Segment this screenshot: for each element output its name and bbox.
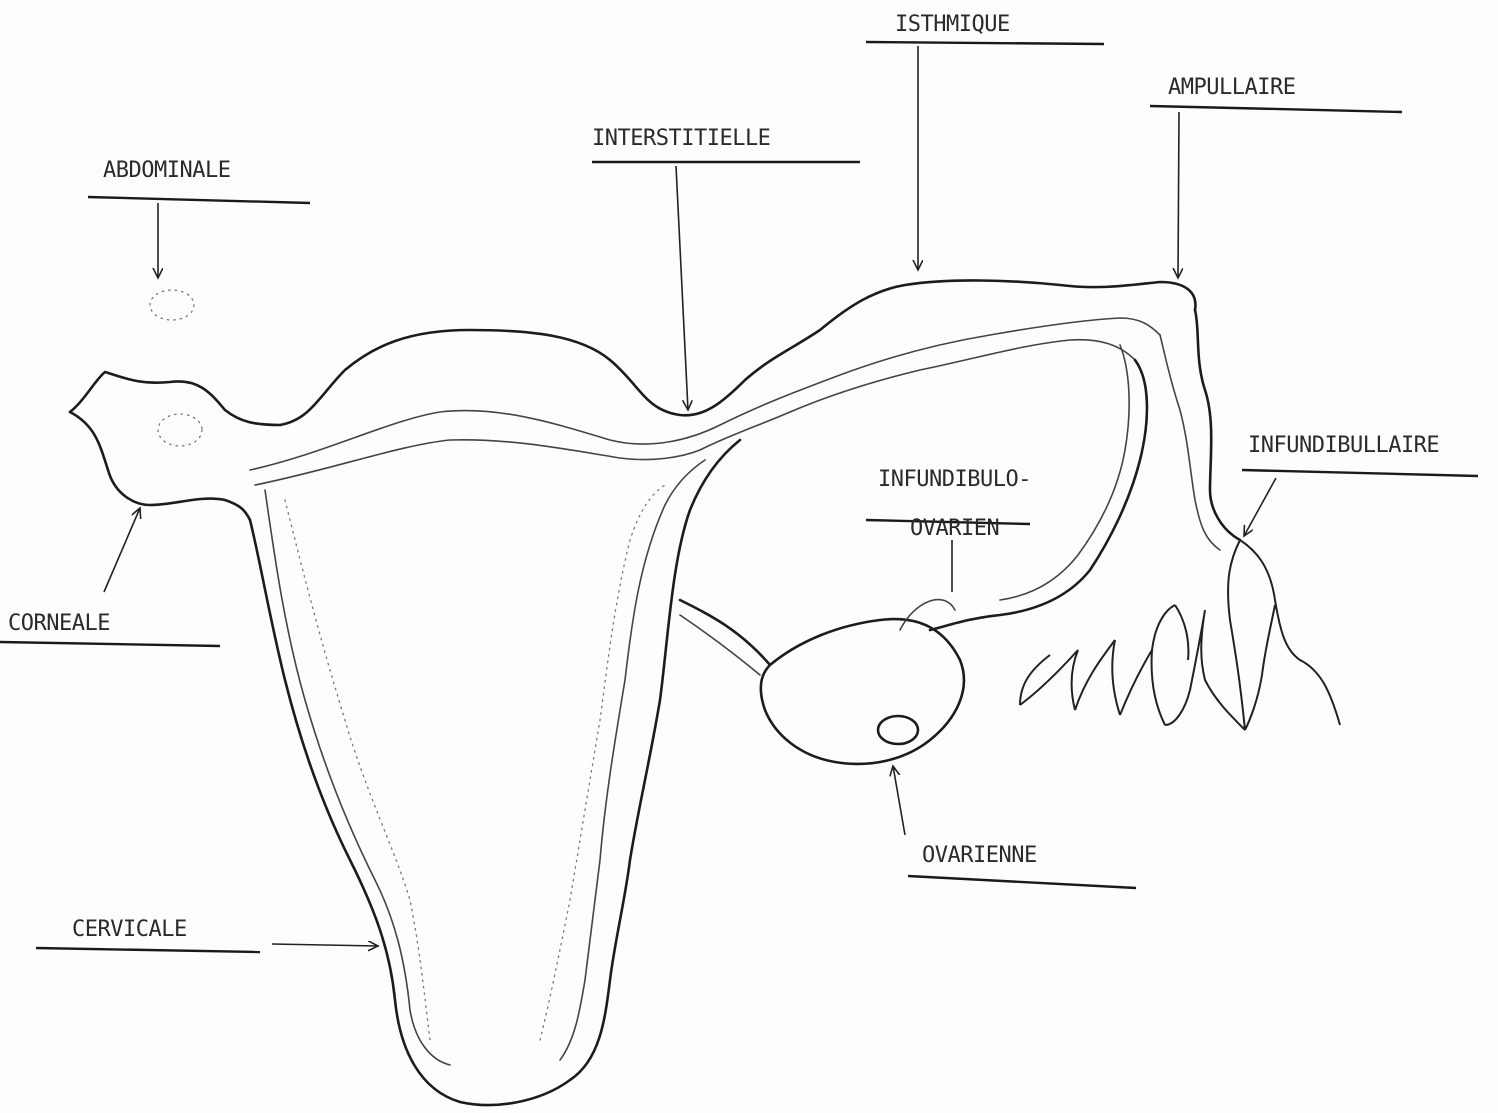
uterus-cavity-dots-right bbox=[540, 485, 665, 1040]
cornual-implantation-site bbox=[158, 414, 202, 446]
label-ampullaire-underline bbox=[1150, 106, 1402, 112]
uterus-inner-right bbox=[560, 460, 705, 1060]
label-cervicale-underline bbox=[36, 948, 260, 952]
tube-arch-outer bbox=[930, 360, 1147, 630]
fundus-upper-contour bbox=[280, 280, 1195, 425]
abdominal-implantation-site bbox=[150, 290, 194, 320]
label-cervicale: CERVICALE bbox=[72, 917, 187, 942]
uterus-inner-left bbox=[265, 490, 450, 1065]
ampulla-outer bbox=[1195, 310, 1240, 540]
ovary-outline bbox=[761, 619, 964, 764]
labels: ABDOMINALE INTERSTITIELLE ISTHMIQUE AMPU… bbox=[0, 12, 1478, 952]
utero-ovarian-ligament bbox=[680, 600, 770, 665]
uterus-cavity-dots-left bbox=[285, 500, 430, 1040]
arrow-corneale bbox=[104, 508, 140, 592]
label-interstitielle: INTERSTITIELLE bbox=[592, 126, 770, 151]
fimbriae bbox=[1020, 540, 1340, 730]
label-abdominale-underline bbox=[88, 197, 310, 203]
arrow-ampullaire bbox=[1178, 112, 1179, 278]
label-ovarienne: OVARIENNE bbox=[922, 843, 1037, 868]
left-knob-top bbox=[70, 372, 280, 425]
label-infundibullaire: INFUNDIBULLAIRE bbox=[1248, 433, 1439, 458]
label-isthmique-underline bbox=[866, 42, 1104, 44]
ovarian-pregnancy-nodule bbox=[878, 716, 918, 744]
label-infundibulo-line1: INFUNDIBULO- bbox=[878, 467, 1031, 492]
tube-lumen-lower bbox=[255, 340, 1135, 485]
utero-ovarian-ligament-inner bbox=[680, 615, 760, 675]
label-ampullaire: AMPULLAIRE bbox=[1168, 75, 1295, 100]
label-ovarienne-underline bbox=[908, 876, 1136, 888]
label-abdominale: ABDOMINALE bbox=[103, 158, 230, 183]
label-corneale: CORNEALE bbox=[8, 611, 110, 636]
arrow-interstitielle bbox=[676, 166, 688, 410]
label-corneale-underline bbox=[0, 642, 220, 646]
arrow-cervicale bbox=[272, 944, 378, 946]
label-infundibulo-line2: OVARIEN bbox=[910, 516, 999, 541]
uterus-and-tubes-drawing bbox=[70, 280, 1340, 1105]
arrow-ovarienne bbox=[893, 766, 905, 835]
label-infundibullaire-underline bbox=[1242, 470, 1478, 476]
uterus-left-wall bbox=[250, 440, 740, 1105]
left-cornual-knob bbox=[70, 412, 250, 520]
label-isthmique: ISTHMIQUE bbox=[895, 12, 1010, 37]
arrow-infundibullaire bbox=[1244, 478, 1276, 536]
